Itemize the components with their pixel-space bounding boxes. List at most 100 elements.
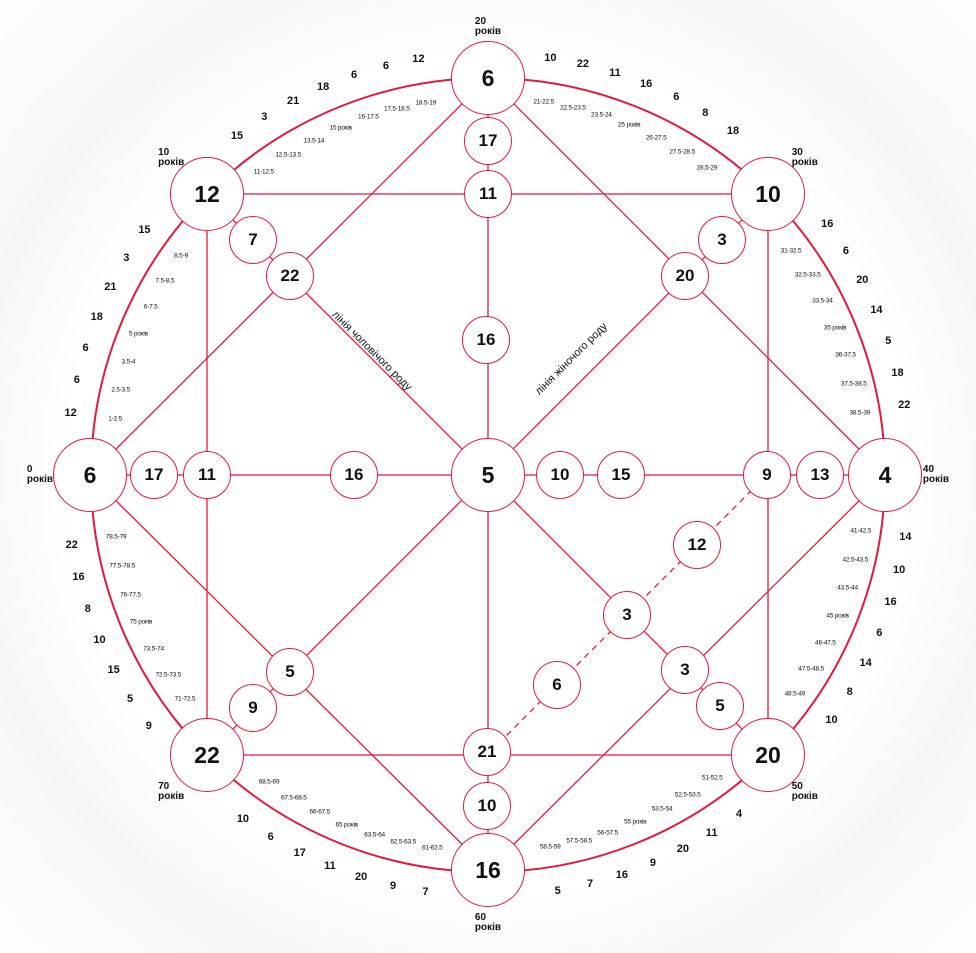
age-energy-number: 7 [422,886,429,899]
age-energy-number: 6 [351,68,358,81]
age-range-label: 75 років [129,618,153,626]
age-energy-number: 8 [846,686,853,699]
age-unit: років [158,790,185,802]
matrix-node-diag3: 6 [533,661,581,709]
age-range-label: 25 років [618,121,641,129]
matrix-node-bottom2: 10 [463,782,511,830]
age-energy-number: 18 [90,310,103,323]
age-range-label: 57.5-58.5 [566,837,593,845]
age-energy-number: 11 [609,66,621,79]
age-range-label: 31-32.5 [780,247,802,255]
age-energy-number: 6 [82,342,89,355]
age-value: 0 [26,464,33,475]
age-range-label: 46-47.5 [815,639,836,647]
matrix-node-bottom3: 21 [463,728,511,776]
matrix-node-top2: 17 [464,117,512,165]
age-energy-number: 4 [735,808,743,821]
age-range-label: 36-37.5 [835,351,856,359]
matrix-node-tr: 10 [731,157,805,231]
age-energy-number: 16 [884,595,897,608]
age-energy-number: 6 [842,245,849,258]
age-energy-number: 10 [544,51,557,64]
age-range-label: 62.5-63.5 [390,838,417,846]
age-range-label: 68.5-69 [258,778,280,786]
age-unit: років [922,474,950,485]
age-energy-number: 8 [84,602,91,615]
matrix-node-right2: 13 [796,451,844,499]
matrix-node-right-center2: 15 [597,451,645,499]
age-energy-number: 22 [898,399,911,412]
age-energy-number: 10 [893,563,906,576]
matrix-node-tl2: 7 [229,216,277,264]
age-unit: років [474,922,502,933]
matrix-node-br3: 3 [661,646,709,694]
age-energy-number: 18 [726,125,740,138]
matrix-node-top-center: 16 [462,316,510,364]
age-range-label: 55 років [624,818,647,826]
age-energy-number: 16 [615,869,629,882]
age-range-label: 7.5-8.5 [155,277,175,285]
matrix-node-tr2: 3 [698,216,746,264]
matrix-node-diag2: 3 [603,591,651,639]
age-range-label: 6-7.5 [143,303,158,311]
age-value: 40 [922,464,935,475]
matrix-node-center: 5 [451,438,525,512]
age-energy-number: 16 [72,571,85,584]
age-energy-number: 21 [104,280,117,293]
age-energy-number: 20 [856,274,869,287]
matrix-node-bl2: 9 [229,684,277,732]
matrix-node-right-center: 10 [536,451,584,499]
matrix-node-tr3: 20 [661,252,709,300]
age-range-label: 66-67.5 [309,808,331,816]
age-unit: років [26,474,54,485]
age-energy-number: 14 [859,657,872,670]
age-energy-number: 21 [287,94,300,107]
age-value: 70 [158,780,170,792]
matrix-node-tl3: 22 [266,252,314,300]
age-energy-number: 22 [576,57,590,70]
age-range-label: 56-57.5 [597,829,618,837]
age-range-label: 47.5-48.5 [798,665,824,673]
age-energy-number: 15 [107,663,120,676]
age-energy-number: 20 [676,843,689,856]
age-range-label: 12.5-13.5 [275,151,302,159]
age-energy-number: 7 [587,878,594,891]
age-energy-number: 14 [870,304,883,317]
age-range-label: 27.5-28.5 [669,148,695,156]
age-energy-number: 11 [705,826,718,839]
age-range-label: 41-42.5 [850,527,872,535]
age-energy-number: 6 [267,830,274,843]
age-energy-number: 6 [876,627,883,640]
age-energy-number: 10 [93,633,106,646]
matrix-node-left: 6 [53,438,127,512]
age-range-label: 16-17.5 [358,113,379,121]
matrix-node-br: 20 [731,718,805,792]
age-range-label: 77.5-78.5 [109,562,136,570]
age-energy-number: 5 [885,335,892,348]
age-energy-number: 16 [639,77,653,90]
matrix-node-bl: 22 [170,718,244,792]
age-value: 60 [474,912,487,923]
age-energy-number: 15 [138,223,151,236]
age-unit: років [791,790,818,802]
age-energy-number: 9 [145,720,152,732]
matrix-node-left3: 11 [183,451,231,499]
age-range-label: 45 років [826,612,849,620]
age-range-label: 15 років [329,124,352,132]
matrix-node-right: 4 [848,438,922,512]
age-energy-number: 3 [123,251,130,264]
matrix-node-br2: 5 [696,682,744,730]
matrix-node-bl3: 5 [266,648,314,696]
age-range-label: 63.5-64 [364,831,385,839]
age-range-label: 22.5-23.5 [559,104,586,112]
age-range-label: 11-12.5 [253,168,274,176]
age-energy-number: 3 [261,111,268,124]
age-range-label: 61-62.5 [421,844,443,852]
age-range-label: 13.5-14 [303,137,325,145]
